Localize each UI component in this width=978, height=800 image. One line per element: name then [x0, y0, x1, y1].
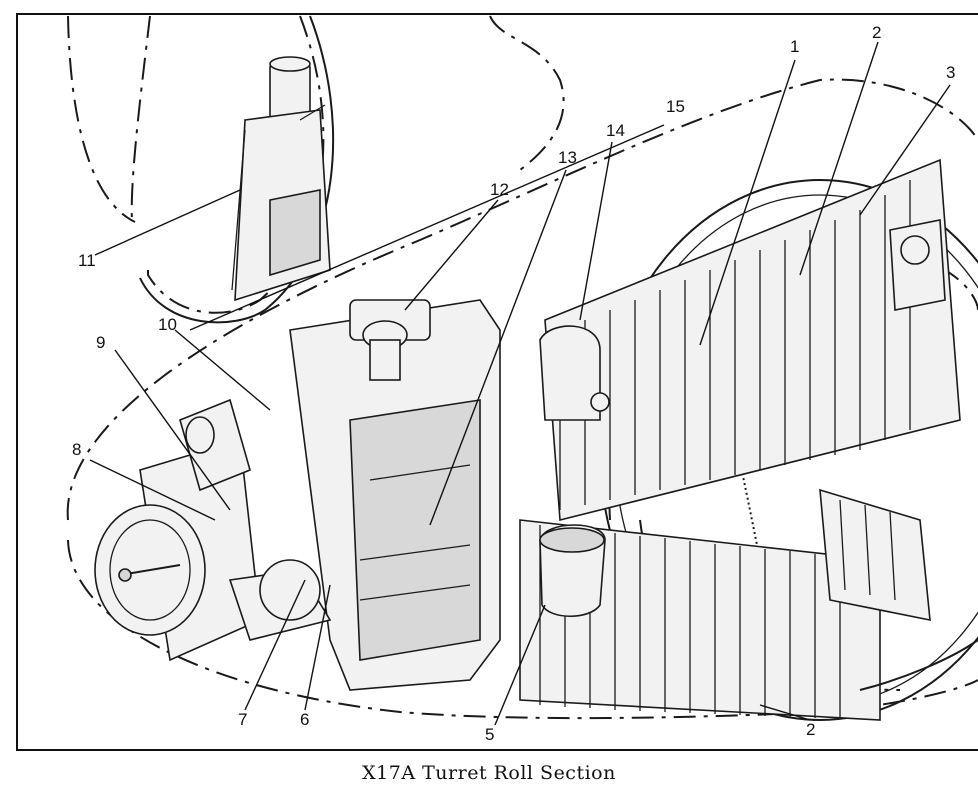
callout-9: 9	[96, 333, 105, 352]
actuator-assembly	[231, 56, 331, 302]
callout-6: 6	[300, 710, 309, 729]
bulkhead-plates	[519, 158, 961, 721]
callout-13: 13	[558, 148, 577, 167]
cup-5	[539, 524, 606, 617]
drawing-border	[16, 13, 978, 751]
callout-1: 1	[790, 37, 799, 56]
callout-14: 14	[606, 121, 625, 140]
figure-caption: X17A Turret Roll Section	[362, 762, 616, 784]
callout-3: 3	[946, 63, 955, 82]
valve-14	[539, 325, 610, 421]
callout-7: 7	[238, 710, 247, 729]
callout-12: 12	[490, 180, 509, 199]
leader-lines	[89, 41, 951, 726]
callout-5: 5	[485, 725, 494, 744]
callout-15: 15	[666, 97, 685, 116]
callout-10: 10	[158, 315, 177, 334]
callout-2-lower: 2	[806, 720, 815, 739]
motor-assembly	[94, 398, 332, 662]
callout-8: 8	[72, 440, 81, 459]
callout-11: 11	[78, 251, 96, 270]
right-actuator	[819, 219, 946, 621]
lower-ring-rail	[859, 639, 978, 691]
callout-2: 2	[872, 23, 881, 42]
gearbox-housing	[289, 299, 501, 691]
